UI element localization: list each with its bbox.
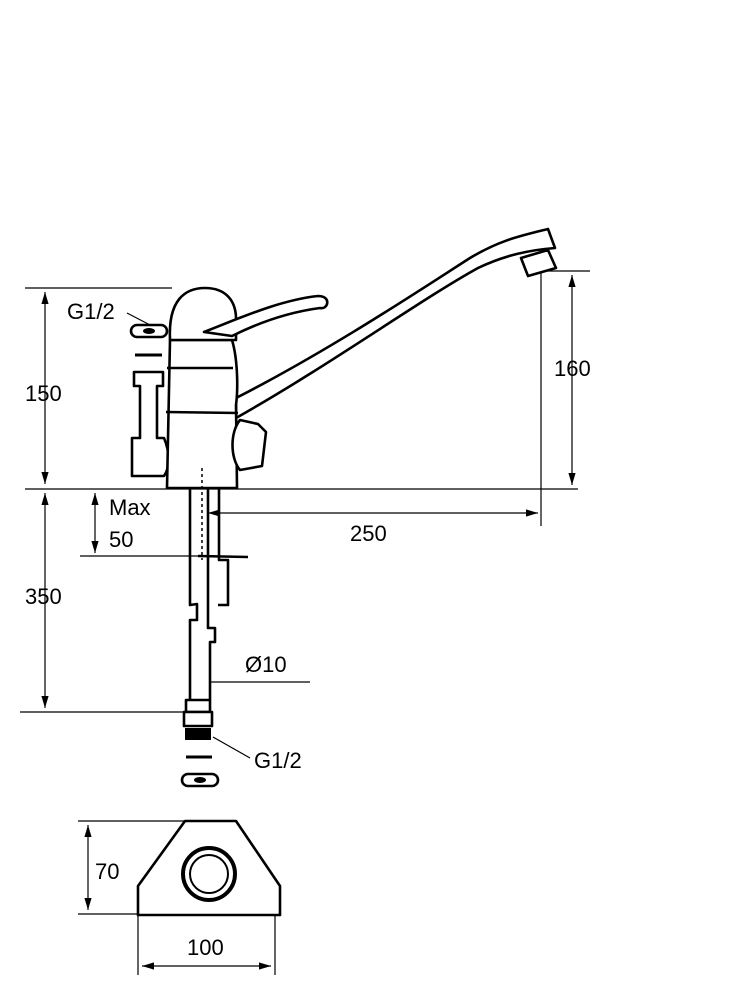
- left-handle: [130, 370, 170, 478]
- hose-thread: [185, 728, 211, 740]
- base-hole-inner: [189, 854, 229, 894]
- washer-bottom-hole: [194, 777, 206, 783]
- label-diameter-10: Ø10: [245, 652, 287, 677]
- label-width-100: 100: [187, 935, 224, 960]
- label-height-150: 150: [25, 381, 62, 406]
- hose-nut-upper: [184, 698, 212, 714]
- spout: [234, 227, 557, 420]
- control-rod: [217, 488, 230, 607]
- faucet-illustration: [129, 227, 558, 788]
- label-top-thread: G1/2: [67, 299, 115, 324]
- label-height-160: 160: [554, 356, 591, 381]
- label-length-350: 350: [25, 584, 62, 609]
- hose-nut: [182, 710, 214, 728]
- lever-handle: [202, 294, 329, 338]
- mounting-plate: [197, 554, 249, 559]
- hose-left: [188, 488, 199, 700]
- label-max: Max: [109, 495, 151, 520]
- base-hole-outer: [181, 846, 237, 902]
- spout-aerator: [519, 248, 558, 278]
- hose-right: [206, 488, 217, 700]
- label-depth-70: 70: [95, 859, 119, 884]
- label-bottom-thread: G1/2: [254, 748, 302, 773]
- label-reach-250: 250: [350, 521, 387, 546]
- base-plate: [136, 819, 282, 917]
- base-plate-outline: [136, 819, 282, 917]
- body-band-2: [165, 410, 239, 415]
- bottom-thread-leader: [212, 736, 251, 759]
- right-knob: [231, 418, 268, 472]
- label-max-50: 50: [109, 527, 133, 552]
- washer-top-hole: [143, 328, 155, 334]
